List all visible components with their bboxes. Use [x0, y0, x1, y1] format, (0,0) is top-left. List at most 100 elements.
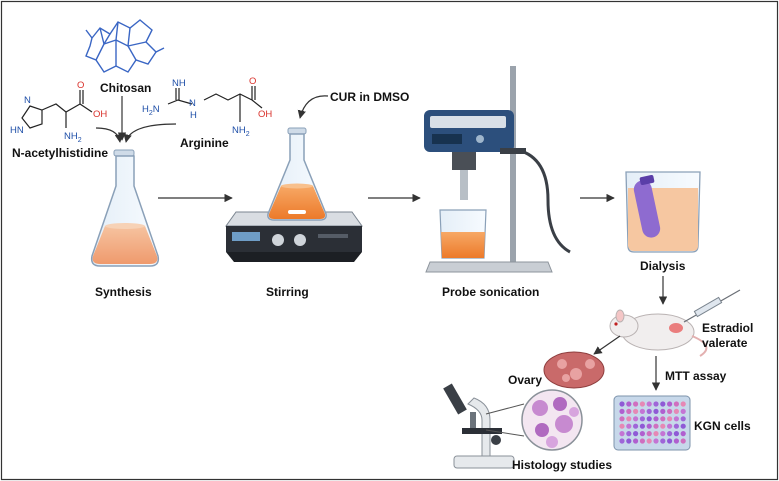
well [646, 416, 652, 422]
well [639, 416, 646, 422]
well [660, 431, 666, 437]
well [619, 408, 625, 414]
well [680, 408, 686, 414]
well [639, 438, 646, 444]
well [680, 401, 686, 407]
well [633, 431, 639, 437]
well [626, 431, 632, 437]
well [667, 423, 673, 429]
well [626, 408, 632, 414]
label-cur-dmso: CUR in DMSO [330, 90, 409, 104]
well [673, 423, 680, 429]
ovary-icon [543, 351, 605, 389]
well [673, 416, 680, 422]
well [626, 416, 632, 422]
well [626, 401, 632, 407]
well [653, 416, 659, 422]
well [619, 431, 625, 437]
label-chitosan: Chitosan [100, 81, 151, 95]
well [667, 438, 673, 444]
label-histology: Histology studies [512, 458, 612, 472]
atom-h2n-arg: H2N [142, 104, 160, 117]
well [639, 423, 646, 429]
well [660, 416, 666, 422]
atom-n-ring: N [24, 95, 31, 106]
well [646, 438, 652, 444]
well [673, 401, 680, 407]
well [653, 438, 659, 444]
arrow-cur-to-flask [297, 95, 329, 119]
well [626, 423, 632, 429]
well [667, 416, 673, 422]
well [660, 423, 666, 429]
well [680, 416, 686, 422]
well [660, 401, 666, 407]
atom-oh-his: OH [93, 109, 107, 120]
label-arginine: Arginine [180, 136, 229, 150]
label-estradiol-line1: Estradiol [702, 321, 753, 335]
well [619, 416, 625, 422]
well [646, 431, 652, 437]
atom-o-his: O [77, 80, 84, 91]
well [646, 408, 652, 414]
arrow-rat-to-ovary [593, 335, 621, 355]
reagent-arrows [95, 96, 177, 143]
kgn-well-plate-icon [613, 395, 691, 451]
histology-cells-icon [521, 389, 583, 451]
label-dialysis: Dialysis [640, 259, 686, 273]
stirring-flask-icon [267, 127, 327, 221]
syringe-icon [683, 289, 741, 323]
well [660, 408, 666, 414]
atom-oh-arg: OH [258, 109, 272, 120]
well [673, 408, 680, 414]
well [667, 401, 673, 407]
well [680, 431, 686, 437]
chitosan-network-icon [85, 19, 165, 73]
well [653, 431, 659, 437]
well [646, 423, 652, 429]
well [619, 401, 625, 407]
probe-sonicator-icon [424, 66, 571, 273]
label-kgn-cells: KGN cells [694, 419, 751, 433]
label-synthesis: Synthesis [95, 285, 152, 299]
well [633, 401, 639, 407]
well [653, 423, 659, 429]
well [633, 438, 639, 444]
well [660, 438, 666, 444]
well [673, 431, 680, 437]
atom-nh-arg: NH [172, 78, 186, 89]
atom-h-arg: H [190, 110, 197, 121]
atom-hn-ring: HN [10, 125, 24, 136]
well [619, 423, 625, 429]
well [639, 431, 646, 437]
rat-icon [609, 309, 708, 357]
well [673, 438, 680, 444]
well [680, 438, 686, 444]
atom-n-arg: N [189, 98, 196, 109]
label-stirring: Stirring [266, 285, 309, 299]
atom-nh2-his: NH2 [64, 131, 82, 144]
atom-nh2-arg: NH2 [232, 125, 250, 138]
magnify-line-top [485, 403, 525, 415]
well [633, 423, 639, 429]
well [633, 408, 639, 414]
dialysis-beaker-icon [625, 171, 701, 253]
label-probe-sonication: Probe sonication [442, 285, 539, 299]
well [680, 423, 686, 429]
well [653, 401, 659, 407]
label-ovary: Ovary [508, 373, 542, 387]
well [667, 431, 673, 437]
synthesis-flask-icon [90, 149, 160, 267]
well [667, 408, 673, 414]
nacetylhistidine-structure-icon [21, 90, 93, 129]
well [653, 408, 659, 414]
label-estradiol-line2: valerate [702, 336, 748, 350]
well [633, 416, 639, 422]
microscope-icon [443, 383, 515, 469]
arginine-structure-icon [167, 86, 263, 122]
magnify-line-bottom [485, 429, 525, 437]
well [639, 408, 646, 414]
